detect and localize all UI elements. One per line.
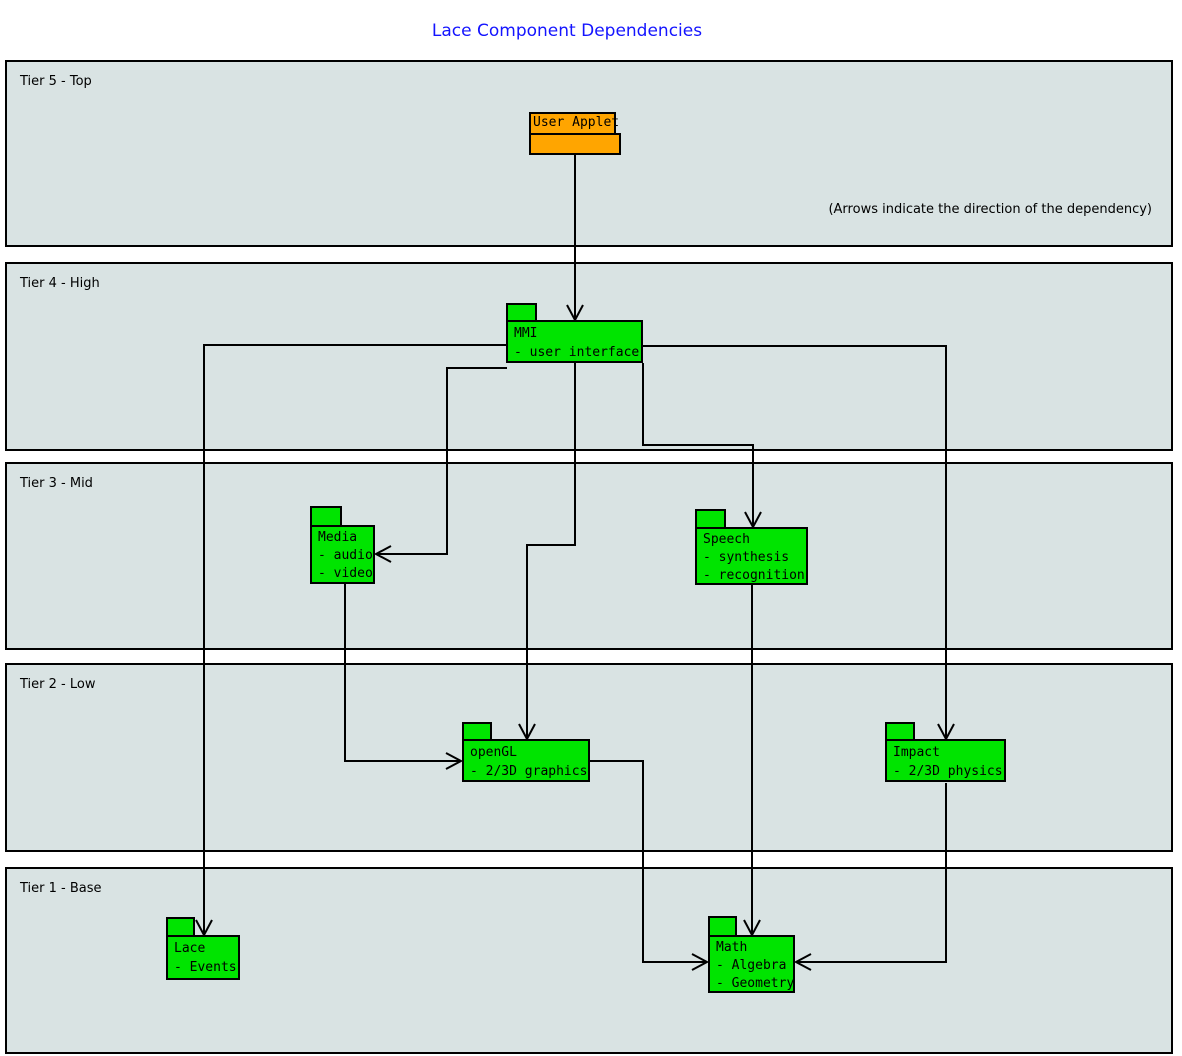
package-tab [695,509,726,527]
package-body: Math - Algebra - Geometry [708,935,795,993]
component-detail: - audio [318,548,373,563]
edge-impact-to-math [793,783,947,971]
package-tab [310,506,342,525]
component-name: Lace [174,941,206,956]
edge-user-applet-to-mmi [566,155,584,323]
package-body: MMI - user interface [506,320,643,363]
package-body: Lace - Events [166,935,240,980]
component-detail: - Events [174,960,237,975]
package-body: Media - audio - video [310,525,375,584]
package-tab [708,916,737,935]
component-name: Media [318,530,358,545]
edge-mmi-to-media [373,367,507,563]
edge-media-to-opengl [344,584,464,770]
component-detail: - recognition [703,568,805,583]
package-tab [462,722,492,739]
component-name: Math [716,940,748,955]
package-body: openGL - 2/3D graphics [462,739,590,782]
arrow-direction-note: (Arrows indicate the direction of the de… [828,202,1152,217]
component-detail: - user interface [514,345,640,360]
tier-label: Tier 3 - Mid [20,476,93,491]
component-detail: - 2/3D physics [893,764,1003,779]
package-body [529,133,621,155]
component-name: Impact [893,745,940,760]
edge-mmi-to-lace [195,344,507,938]
component-detail: - synthesis [703,550,790,565]
edge-speech-to-math [743,585,761,938]
component-detail: - video [318,566,373,581]
package-tab [506,303,537,320]
tier-label: Tier 1 - Base [20,881,102,896]
edge-opengl-to-math [590,760,710,971]
package-tab [166,917,195,935]
edge-mmi-to-speech [642,363,762,530]
tier-label: Tier 2 - Low [20,677,96,692]
component-name: MMI [514,326,538,341]
component-detail: - Algebra [716,958,787,973]
tier-label: Tier 4 - High [20,276,100,291]
package-body: Impact - 2/3D physics [885,739,1006,782]
tier-band-3-mid: Tier 3 - Mid [5,462,1173,650]
component-detail: - Geometry [716,976,795,991]
package-body: Speech - synthesis - recognition [695,527,808,585]
package-tab: User Applet [529,112,619,133]
package-tab [885,722,915,739]
component-name: Speech [703,532,750,547]
edge-mmi-to-opengl [518,363,576,742]
diagram-title: Lace Component Dependencies [431,21,703,41]
tier-label: Tier 5 - Top [20,74,92,89]
component-name: openGL [470,745,517,760]
component-detail: - 2/3D graphics [470,764,588,779]
